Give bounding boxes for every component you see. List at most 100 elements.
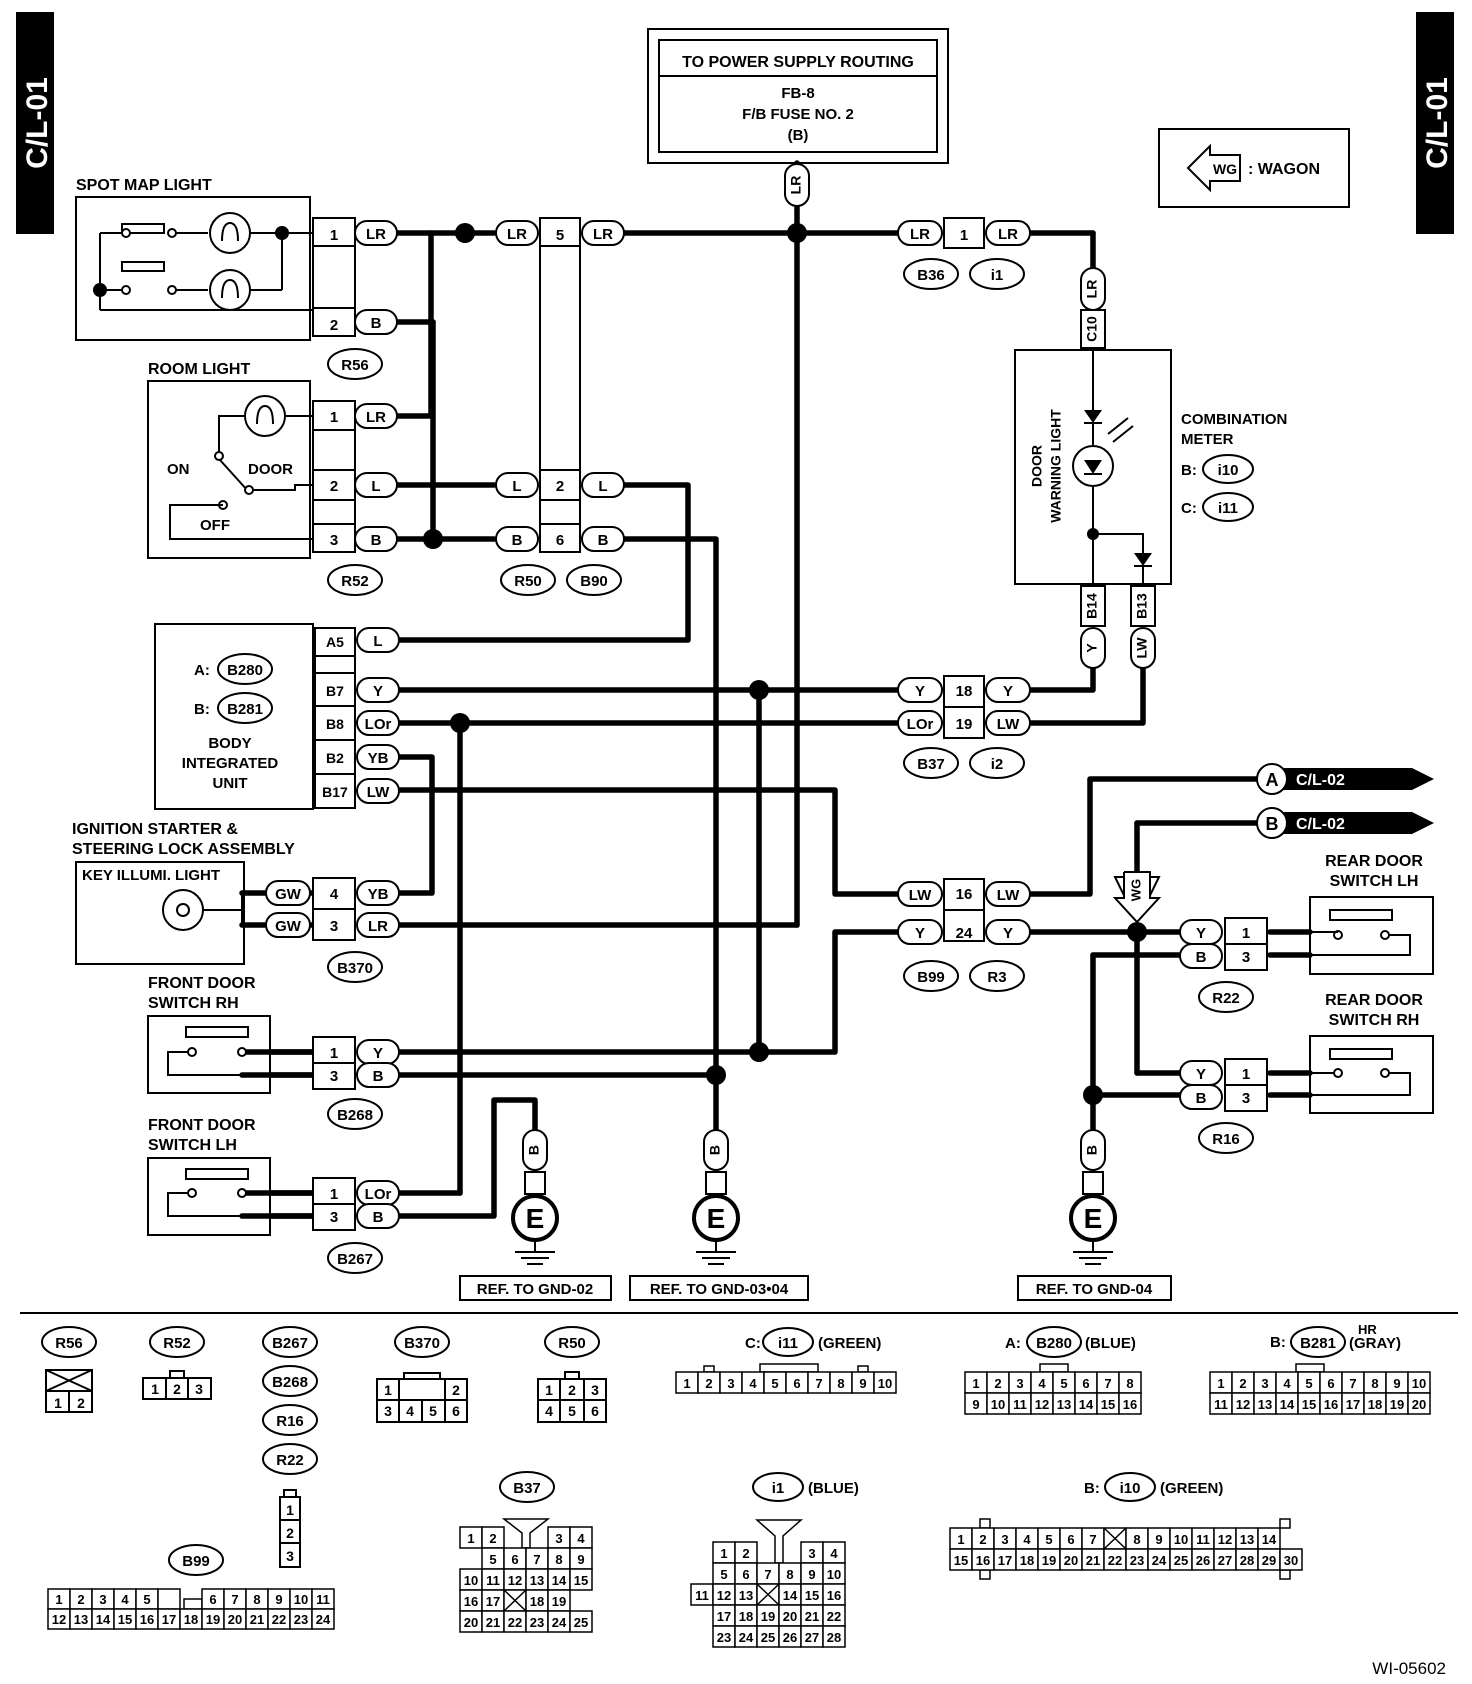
svg-text:B90: B90 xyxy=(580,573,608,590)
power-wire-lr: LR xyxy=(784,160,810,207)
svg-text:YB: YB xyxy=(368,886,389,903)
cavity-number: 8 xyxy=(837,1376,844,1391)
cavity-number: 13 xyxy=(530,1573,544,1588)
svg-text:LW: LW xyxy=(1134,637,1150,659)
svg-text:B: B xyxy=(512,532,523,549)
cavity-number: 7 xyxy=(533,1552,540,1567)
svg-text:B280: B280 xyxy=(227,662,263,679)
svg-text:R50: R50 xyxy=(558,1335,586,1352)
cavity-number: 4 xyxy=(577,1531,585,1546)
cavity-number: 6 xyxy=(1067,1532,1074,1547)
svg-text:E: E xyxy=(707,1203,726,1234)
svg-text:LR: LR xyxy=(593,226,613,243)
key-light-icon xyxy=(162,889,204,931)
cavity-number: 19 xyxy=(206,1612,220,1627)
svg-text:A: A xyxy=(1266,770,1279,790)
svg-text:B7: B7 xyxy=(326,683,344,699)
svg-text:B268: B268 xyxy=(337,1107,373,1124)
wagon-legend: WG : WAGON xyxy=(1158,128,1350,208)
cavity-number: 24 xyxy=(316,1612,331,1627)
cavity-number: 7 xyxy=(1349,1376,1356,1391)
ground-gnd-02: B E REF. TO GND-02 xyxy=(459,1129,612,1301)
svg-text:LW: LW xyxy=(997,887,1020,904)
cavity-number: 17 xyxy=(717,1609,731,1624)
svg-text:6: 6 xyxy=(452,1403,460,1419)
svg-text:B: B xyxy=(373,1209,384,1226)
svg-text:DOOR: DOOR xyxy=(1029,445,1045,487)
cavity xyxy=(1118,1392,1142,1415)
svg-text:B:: B: xyxy=(1084,1480,1100,1497)
wg-arrow-icon xyxy=(1186,143,1241,193)
cavity-number: 14 xyxy=(1280,1397,1295,1412)
cavity-number: 16 xyxy=(976,1553,990,1568)
svg-text:2: 2 xyxy=(452,1382,460,1398)
cavity-number: 20 xyxy=(464,1615,478,1630)
svg-text:B37: B37 xyxy=(917,756,945,773)
front-door-switch-rh: FRONT DOOR SWITCH RH 1 3 Y B B268 xyxy=(147,975,400,1130)
cavity-number: 1 xyxy=(55,1592,62,1607)
rear-door-switch-lh: REAR DOOR SWITCH LH Y B 1 3 R22 xyxy=(1179,853,1434,1013)
wg-junction-arrow: WG xyxy=(1112,820,1162,925)
svg-text:L: L xyxy=(371,478,380,495)
svg-text:1: 1 xyxy=(54,1395,62,1411)
connector-r50-b90: 5 2 6 LR LR L L B B R50 B90 xyxy=(495,217,625,596)
cavity-number: 2 xyxy=(705,1376,712,1391)
svg-text:1: 1 xyxy=(330,227,338,244)
svg-text:i1: i1 xyxy=(772,1480,785,1497)
svg-text:L: L xyxy=(512,478,521,495)
cavity-number: 2 xyxy=(77,1592,84,1607)
svg-text:5: 5 xyxy=(429,1403,437,1419)
cavity-number: 12 xyxy=(508,1573,522,1588)
cavity-number: 27 xyxy=(1218,1553,1232,1568)
svg-text:LOr: LOr xyxy=(365,1186,392,1203)
cavity-number: 1 xyxy=(720,1546,727,1561)
svg-text:B: B xyxy=(598,532,609,549)
svg-text:5: 5 xyxy=(568,1403,576,1419)
cavity-number: 13 xyxy=(1240,1532,1254,1547)
svg-text:B: B xyxy=(1196,949,1207,966)
connector-views: R56 1 2 R52 1 2 3 B267 B268 R16 R22 1 2 … xyxy=(41,1322,1431,1648)
svg-text:R56: R56 xyxy=(55,1335,83,1352)
svg-text:2: 2 xyxy=(556,478,564,495)
svg-text:FB-8: FB-8 xyxy=(781,85,814,102)
svg-text:B8: B8 xyxy=(326,716,344,732)
svg-text:B268: B268 xyxy=(272,1374,308,1391)
cavity-number: 20 xyxy=(783,1609,797,1624)
cavity-number: 16 xyxy=(140,1612,154,1627)
svg-text:Y: Y xyxy=(373,683,383,700)
svg-text:B:: B: xyxy=(194,701,210,718)
cavity-number: 13 xyxy=(1258,1397,1272,1412)
svg-text:6: 6 xyxy=(591,1403,599,1419)
svg-text:1: 1 xyxy=(330,1186,338,1203)
cavity-number: 9 xyxy=(275,1592,282,1607)
cavity-number: 11 xyxy=(1013,1397,1027,1412)
svg-text:R3: R3 xyxy=(987,969,1006,986)
svg-text:3: 3 xyxy=(286,1548,294,1564)
svg-text:(B): (B) xyxy=(788,127,809,144)
svg-text:C10: C10 xyxy=(1084,316,1100,342)
ground-gnd-04: B E REF. TO GND-04 xyxy=(1017,1129,1172,1301)
cavity-number: 8 xyxy=(253,1592,260,1607)
svg-text:B: B xyxy=(371,532,382,549)
wires xyxy=(239,197,1313,1219)
svg-text:BODY: BODY xyxy=(208,735,251,752)
svg-text:DOOR: DOOR xyxy=(248,461,293,478)
svg-text:24: 24 xyxy=(956,925,973,942)
svg-text:FRONT DOOR: FRONT DOOR xyxy=(148,975,256,992)
svg-text:WARNING LIGHT: WARNING LIGHT xyxy=(1048,409,1064,523)
svg-text:B17: B17 xyxy=(322,784,348,800)
svg-text:B: B xyxy=(707,1145,723,1155)
cavity-number: 24 xyxy=(1152,1553,1167,1568)
page-code-tab-right: C/L-01 xyxy=(1416,12,1454,234)
cavity-number: 16 xyxy=(464,1594,478,1609)
cavity-number: 14 xyxy=(1262,1532,1277,1547)
cavity-number: 25 xyxy=(574,1615,588,1630)
cavity-number: 24 xyxy=(552,1615,567,1630)
cavity-number: 10 xyxy=(1412,1376,1426,1391)
cavity xyxy=(569,1610,593,1633)
svg-text:C/L-01: C/L-01 xyxy=(1421,77,1454,169)
svg-text:ON: ON xyxy=(167,461,190,478)
svg-text:HR: HR xyxy=(1358,1322,1377,1337)
